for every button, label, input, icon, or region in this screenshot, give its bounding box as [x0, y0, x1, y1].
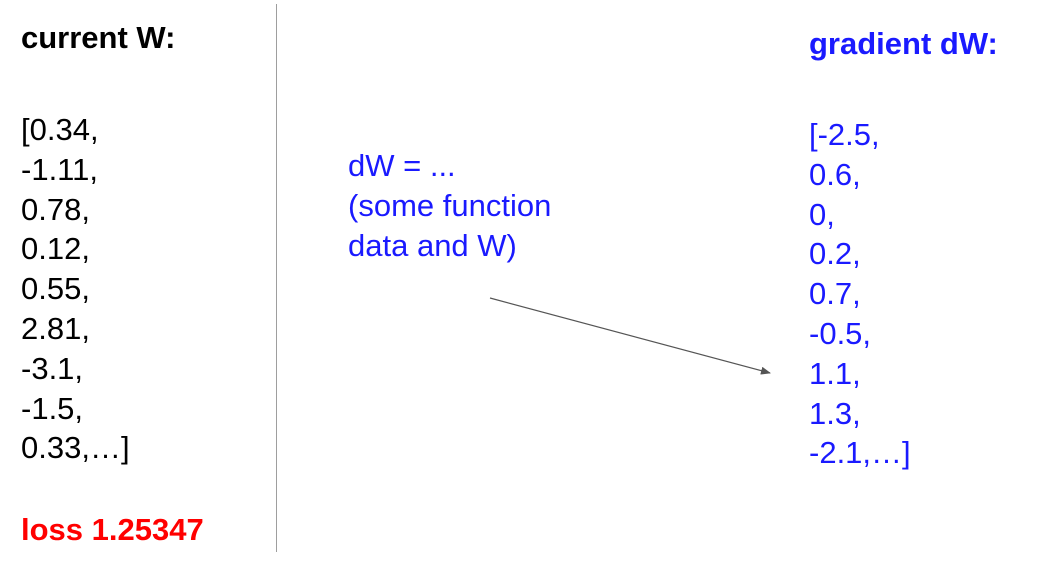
arrow-line — [489, 297, 771, 375]
gradient-value: 1.3, — [809, 395, 861, 431]
weight-value: 0.55, — [21, 271, 90, 307]
gradient-value: 1.1, — [809, 355, 861, 391]
gradient-value: 0.6, — [809, 156, 861, 192]
gradient-value: 0.2, — [809, 236, 861, 272]
weight-value: 0.12, — [21, 231, 90, 267]
gradient-formula: dW = ... (some function data and W) — [348, 146, 551, 265]
formula-line: data and W) — [348, 227, 517, 263]
gradient-value: 0, — [809, 196, 835, 232]
gradient-title: gradient dW: — [809, 26, 998, 61]
gradient-value: 0.7, — [809, 276, 861, 312]
weight-value: -3.1, — [21, 350, 84, 386]
weight-value: -1.11, — [21, 151, 98, 187]
formula-line: dW = ... — [348, 148, 456, 183]
current-weights-title: current W: — [21, 20, 176, 55]
current-weights-list: [0.34, -1.11, 0.78, 0.12, 0.55, 2.81, -3… — [21, 110, 130, 468]
gradient-value: -2.1,…] — [809, 435, 911, 471]
weight-value: [0.34, — [21, 112, 99, 147]
weight-value: -1.5, — [21, 390, 84, 426]
weight-value: 0.78, — [21, 191, 90, 227]
weight-value: 2.81, — [21, 310, 90, 346]
gradient-value: -0.5, — [809, 315, 872, 351]
loss-label: loss 1.25347 — [21, 512, 204, 547]
gradient-value: [-2.5, — [809, 117, 880, 152]
vertical-divider — [276, 4, 277, 552]
gradient-list: [-2.5, 0.6, 0, 0.2, 0.7, -0.5, 1.1, 1.3,… — [809, 115, 911, 473]
weight-value: 0.33,…] — [21, 430, 130, 466]
formula-line: (some function — [348, 187, 552, 223]
